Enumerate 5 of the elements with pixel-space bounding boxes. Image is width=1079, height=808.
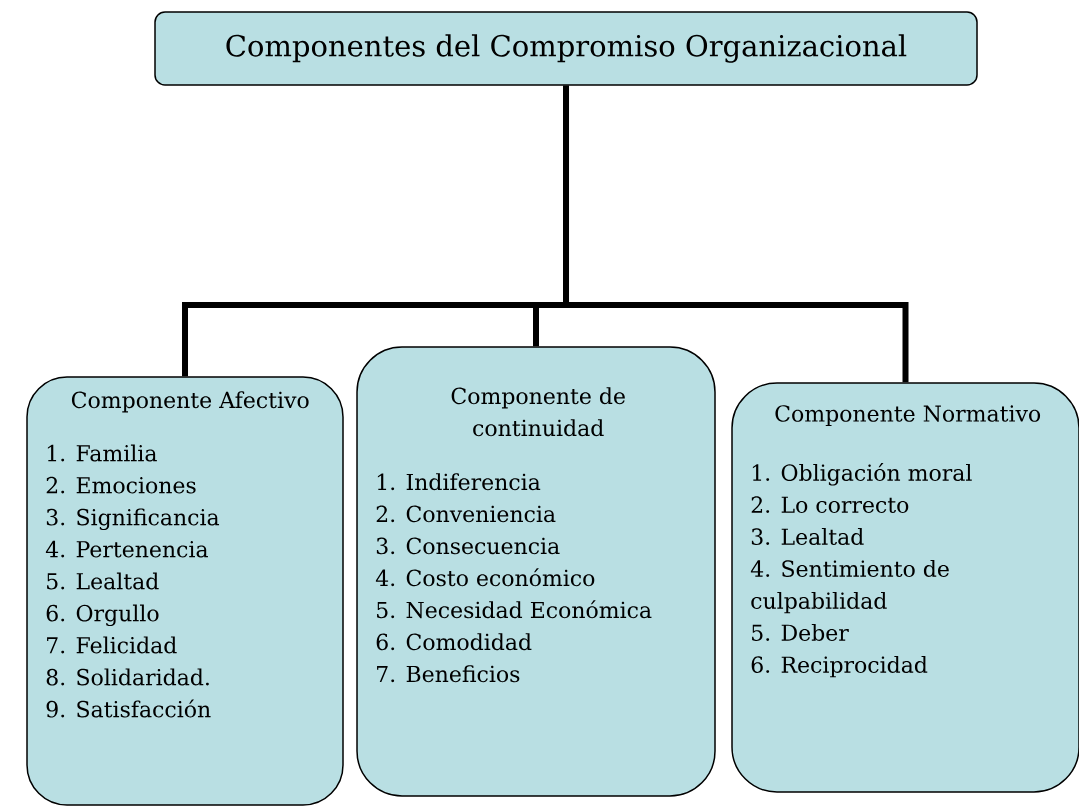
connector-line — [563, 85, 909, 383]
component-box: Componente Afectivo 1. Familia 2. Emociones 3. Significancia 4. Pertenencia 5. Lealtad 6. Orgullo 7. Felicidad 8. Solidaridad. 9. Satisfacción — [26, 376, 344, 806]
component-box: Componente de continuidad 1. Indiferencia 2. Conveniencia 3. Consecuencia 4. Costo económico 5. Necesidad Económica 6. Comodidad 7. Beneficios — [356, 346, 716, 797]
title-box: Componentes del Compromiso Organizacional — [154, 11, 978, 86]
component-box: Componente Normativo 1. Obligación moral 2. Lo correcto 3. Lealtad 4. Sentimiento de culpabilidad 5. Deber 6. Reciprocidad — [731, 382, 1079, 793]
